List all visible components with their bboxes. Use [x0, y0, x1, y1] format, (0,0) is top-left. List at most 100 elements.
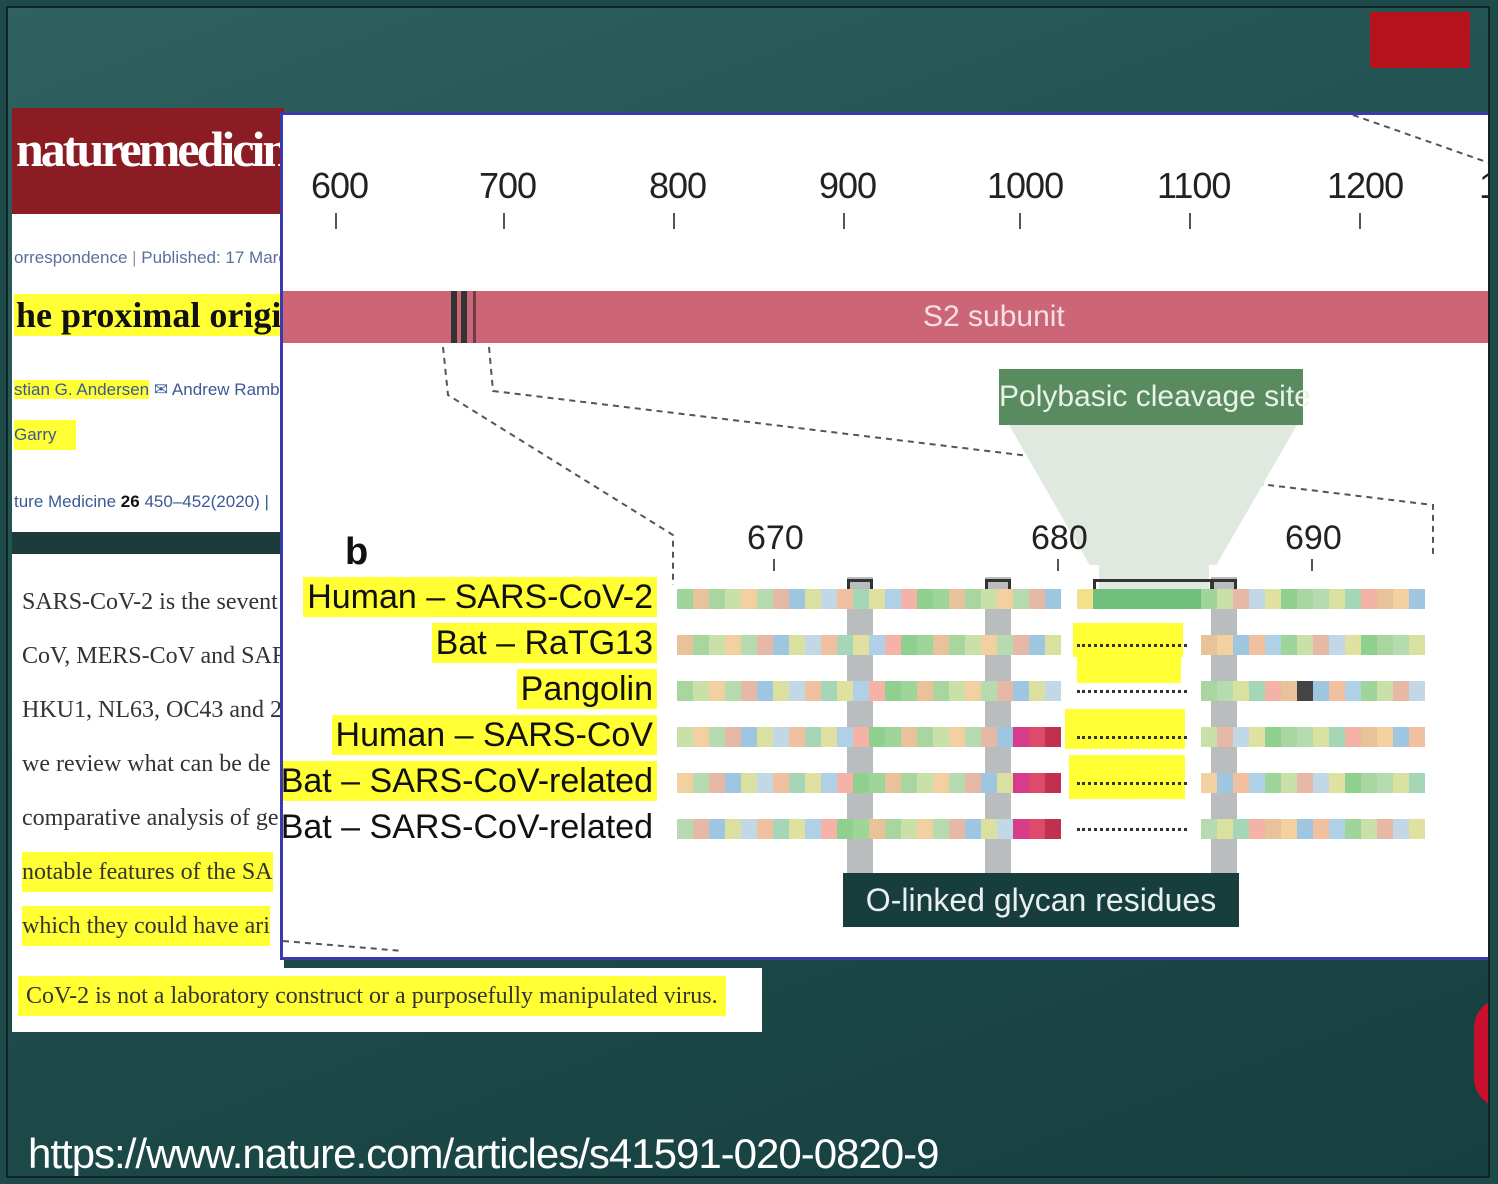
residue-cell	[1093, 589, 1109, 609]
citation: ture Medicine 26 450–452(2020) |	[14, 492, 269, 511]
residue-cell	[1313, 773, 1329, 793]
source-url[interactable]: https://www.nature.com/articles/s41591-0…	[28, 1130, 939, 1177]
residue-cell	[901, 727, 917, 747]
panel-label: b	[345, 531, 369, 573]
species-label: Bat – RaTG13	[431, 623, 657, 663]
residue-cell	[885, 773, 901, 793]
residue-cell	[1409, 635, 1425, 655]
residue-cell	[981, 681, 997, 701]
residue-cell	[741, 773, 757, 793]
author-andersen[interactable]: stian G. Andersen	[14, 380, 150, 399]
residue-cell	[1361, 727, 1377, 747]
article-title[interactable]: he proximal origi	[14, 294, 284, 336]
published-date: Published: 17 March	[141, 248, 284, 267]
residue-cell	[1313, 635, 1329, 655]
residue-cell	[741, 635, 757, 655]
author-garry[interactable]: Garry	[14, 420, 76, 450]
residue-cell	[1233, 819, 1249, 839]
residue-cell	[693, 589, 709, 609]
residue-cell	[837, 819, 853, 839]
residue-cell	[725, 819, 741, 839]
residue-cell	[693, 727, 709, 747]
residue-cell	[1013, 681, 1029, 701]
residue-cell	[1409, 819, 1425, 839]
residue-cell	[1281, 635, 1297, 655]
residue-cell	[789, 727, 805, 747]
residue-cell	[837, 727, 853, 747]
residue-cell	[1409, 773, 1425, 793]
residue-cell	[725, 773, 741, 793]
s2-marker	[461, 291, 467, 343]
residue-cell	[869, 681, 885, 701]
residue-cell	[1217, 727, 1233, 747]
residue-cell	[1125, 589, 1141, 609]
abstract-line: which they could have ari	[22, 906, 270, 946]
residue-cell	[901, 819, 917, 839]
residue-cell	[709, 819, 725, 839]
species-label: Bat – SARS-CoV-related	[283, 761, 657, 801]
residue-cell	[757, 589, 773, 609]
species-label: Pangolin	[516, 669, 657, 709]
residue-cell	[789, 681, 805, 701]
residue-cell	[869, 635, 885, 655]
residue-cell	[1233, 727, 1249, 747]
residue-cell	[1329, 589, 1345, 609]
highlight-mark	[1073, 623, 1183, 657]
residue-cell	[773, 589, 789, 609]
residue-cell	[1313, 727, 1329, 747]
residue-cell	[1297, 635, 1313, 655]
residue-cell	[933, 727, 949, 747]
residue-cell	[1217, 819, 1233, 839]
residue-cell	[1345, 727, 1361, 747]
alignment-gap	[1077, 782, 1187, 785]
journal-name: naturemedicin	[16, 121, 284, 177]
residue-cell	[917, 681, 933, 701]
residue-cell	[933, 589, 949, 609]
ruler-tick	[673, 213, 675, 229]
mail-icon[interactable]: ✉	[153, 380, 169, 399]
alignment-row	[677, 589, 1437, 609]
residue-cell	[1297, 727, 1313, 747]
residue-cell	[1345, 589, 1361, 609]
residue-cell	[885, 727, 901, 747]
ruler-tick	[335, 213, 337, 229]
residue-cell	[1297, 589, 1313, 609]
citation-journal: ture Medicine	[14, 492, 117, 511]
residue-cell	[853, 773, 869, 793]
residue-cell	[1345, 681, 1361, 701]
residue-cell	[1265, 727, 1281, 747]
residue-cell	[853, 681, 869, 701]
residue-cell	[1329, 681, 1345, 701]
residue-cell	[837, 773, 853, 793]
alignment-row	[677, 773, 1437, 793]
residue-cell	[821, 635, 837, 655]
residue-cell	[1393, 727, 1409, 747]
residue-cell	[741, 819, 757, 839]
residue-cell	[1249, 819, 1265, 839]
residue-cell	[805, 819, 821, 839]
abstract-last-line-panel: CoV-2 is not a laboratory construct or a…	[12, 968, 762, 1032]
residue-cell	[1377, 727, 1393, 747]
author-rambaut[interactable]: Andrew Ramba	[171, 380, 284, 399]
residue-cell	[741, 681, 757, 701]
residue-cell	[1297, 819, 1313, 839]
highlight-mark	[1077, 653, 1181, 683]
position-tick	[1311, 559, 1313, 571]
residue-cell	[869, 589, 885, 609]
residue-cell	[1393, 589, 1409, 609]
residue-cell	[1201, 635, 1217, 655]
residue-cell	[1013, 635, 1029, 655]
residue-cell	[1249, 727, 1265, 747]
residue-cell	[981, 727, 997, 747]
residue-cell	[1393, 681, 1409, 701]
abstract-line: comparative analysis of ge	[22, 805, 279, 831]
residue-cell	[1345, 819, 1361, 839]
residue-cell	[709, 681, 725, 701]
alignment-row	[677, 635, 1437, 655]
residue-cell	[1313, 681, 1329, 701]
residue-cell	[805, 773, 821, 793]
residue-cell	[901, 589, 917, 609]
residue-cell	[853, 727, 869, 747]
residue-cell	[821, 727, 837, 747]
residue-cell	[1077, 589, 1093, 609]
